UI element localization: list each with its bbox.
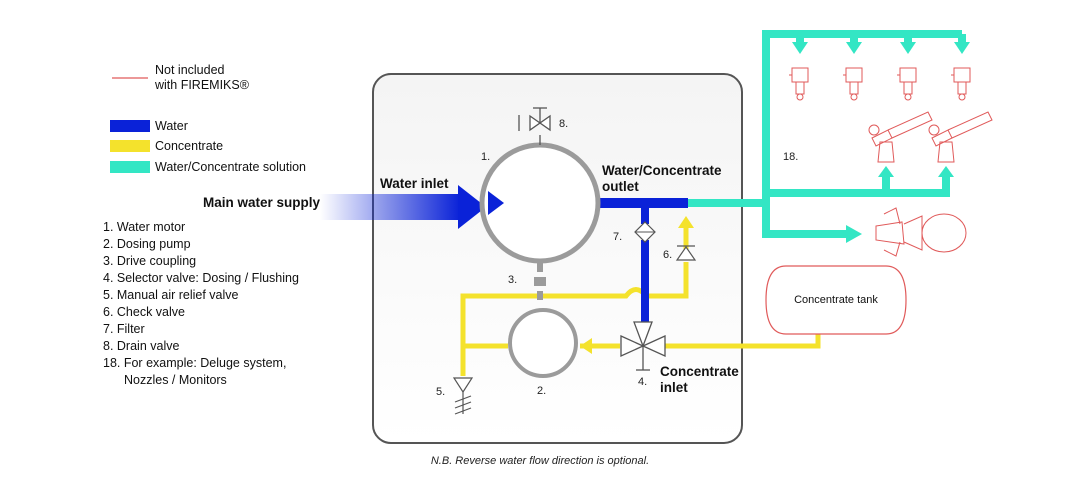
legend-not-included-line1: Not included [155,63,225,77]
component-list: 1. Water motor 2. Dosing pump 3. Drive c… [103,219,299,389]
list-item: 1. Water motor [103,220,186,234]
concentrate-inlet-label-line2: inlet [660,380,688,395]
water-motor-inlet-arrow [488,191,504,215]
outlet-label-line2: outlet [602,179,639,194]
number-2: 2. [537,385,546,397]
check-valve [675,245,697,261]
solution-pipes [688,30,966,238]
monitors [868,111,993,163]
water-outlet-pipe [600,198,688,208]
number-6: 6. [663,249,672,261]
concentrate-flow-arrow [580,338,592,354]
list-item: 6. Check valve [103,305,185,319]
list-item: 4. Selector valve: Dosing / Flushing [103,271,299,285]
legend-solution-label: Water/Concentrate solution [155,160,307,174]
list-item: Nozzles / Monitors [124,373,227,387]
footnote: N.B. Reverse water flow direction is opt… [430,455,650,467]
sprinkler-icon [789,67,809,101]
concentrate-tank [765,265,907,335]
water-inlet-arrow [458,185,486,229]
monitor-icon [928,111,993,163]
monitor-icon [868,111,933,163]
list-item: 8. Drain valve [103,339,180,353]
list-item: 2. Dosing pump [103,237,191,251]
concentrate-inlet-label-line1: Concentrate [660,364,739,379]
concentrate-tank-label: Concentrate tank [794,294,878,306]
number-4: 4. [638,376,647,388]
selector-valve [620,321,666,371]
main-water-supply-label: Main water supply [203,195,321,210]
number-18: 18. [783,151,798,163]
list-item: 5. Manual air relief valve [103,288,239,302]
legend-water-label: Water [155,119,188,133]
sprinkler-icon [951,67,971,101]
legend-not-included-line2: with FIREMIKS® [155,78,249,92]
list-item: 3. Drive coupling [103,254,197,268]
foam-nozzle [875,207,967,257]
air-relief-valve [452,377,474,415]
sprinkler-icon [843,67,863,101]
list-item: 18. For example: Deluge system, [103,356,287,370]
number-5: 5. [436,386,445,398]
sprinkler-heads [789,67,971,101]
list-item: 7. Filter [103,322,145,336]
drain-valve [518,107,551,145]
legend-water-swatch [110,120,150,132]
water-to-filter-pipe [641,206,649,224]
water-inlet-label: Water inlet [380,176,449,191]
legend-not-included: Not included with FIREMIKS® [155,63,249,93]
main-water-supply-pipe [320,194,460,220]
dosing-pump [508,308,578,378]
drive-coupling [534,263,546,300]
water-to-selector-pipe [641,240,649,322]
outlet-label-line1: Water/Concentrate [602,163,722,178]
sprinkler-icon [897,67,917,101]
number-1: 1. [481,151,490,163]
legend-concentrate-swatch [110,140,150,152]
concentrate-up-arrow [678,216,694,228]
number-7: 7. [613,231,622,243]
solution-arrows [792,42,970,243]
number-3: 3. [508,274,517,286]
number-8: 8. [559,118,568,130]
legend-solution-swatch [110,161,150,173]
legend-concentrate-label: Concentrate [155,139,224,153]
